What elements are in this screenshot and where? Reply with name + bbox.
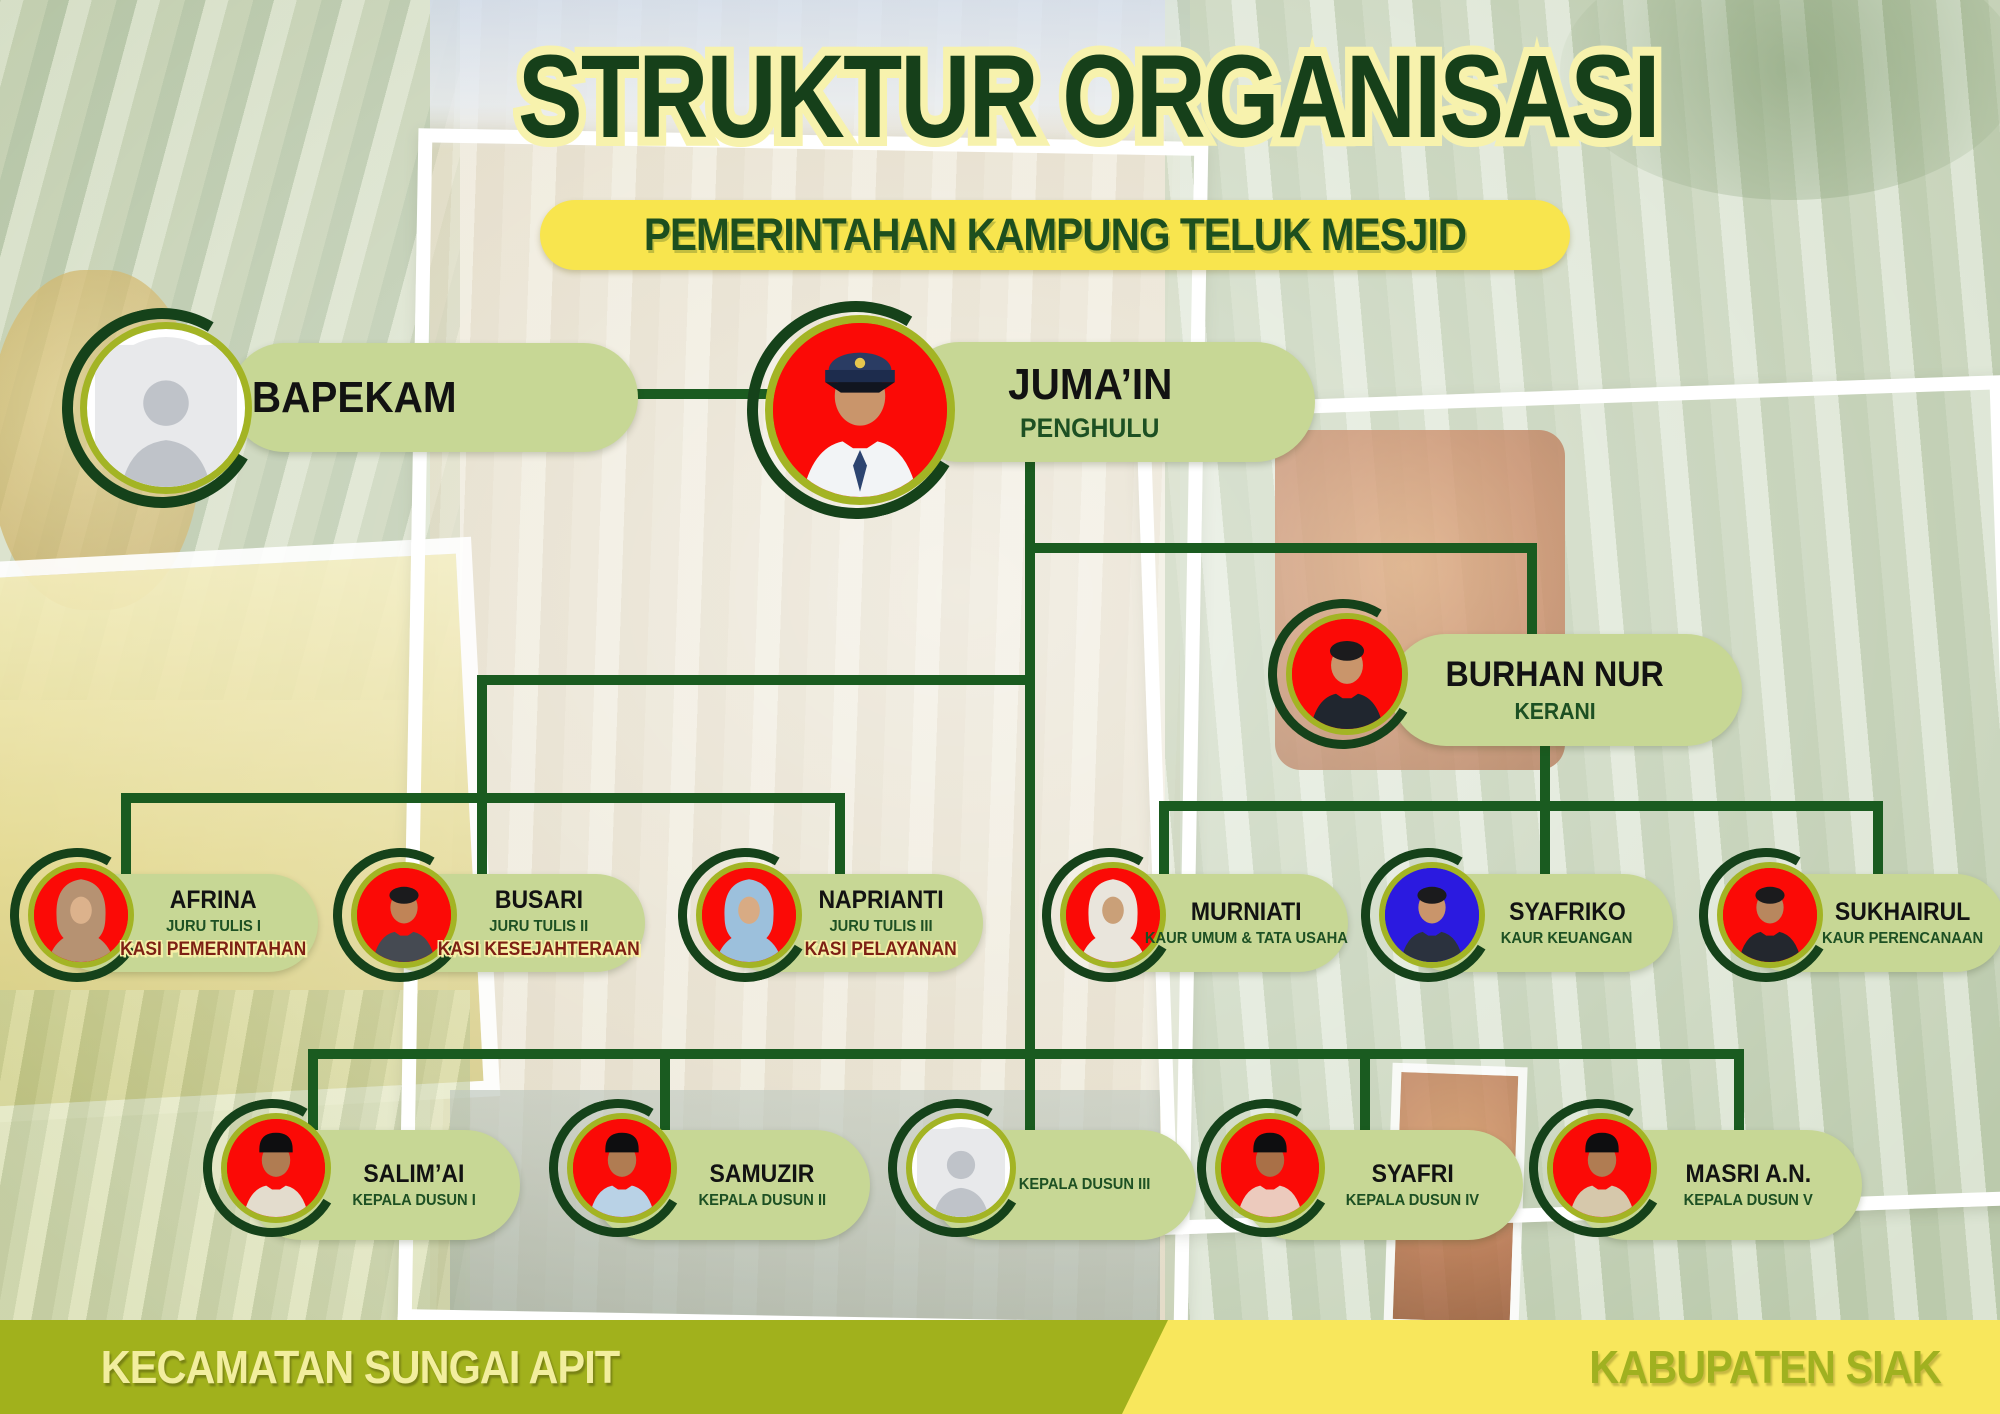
connector-drop-afrina (121, 793, 131, 878)
person-name: SYAFRIKO (1508, 898, 1626, 926)
person-placeholder-icon (906, 1113, 1016, 1223)
node-text: NAPRIANTI JURU TULIS III KASI PELAYANAN (789, 874, 973, 972)
connector-drop-syafriko (1540, 801, 1550, 877)
page-title-text: STRUKTUR ORGANISASI (518, 31, 1660, 163)
person-photo-icon (221, 1113, 331, 1223)
person-photo-icon (567, 1113, 677, 1223)
node-pill (230, 343, 638, 452)
node-text: MASRI A.N. KEPALA DUSUN V (1642, 1130, 1854, 1240)
person-role: JURU TULIS I (166, 917, 261, 935)
person-name: SALIM’AI (363, 1160, 465, 1188)
person-photo-icon (1215, 1113, 1325, 1223)
person-role: KEPALA DUSUN III (1019, 1176, 1151, 1193)
node-text: KEPALA DUSUN III (985, 1130, 1185, 1240)
node-text: SYAFRI KEPALA DUSUN IV (1310, 1130, 1515, 1240)
person-photo-icon (351, 862, 457, 968)
connector-kerani-stem (1540, 740, 1550, 810)
node-text: SYAFRIKO KAUR KEUANGAN (1472, 874, 1662, 972)
footer-kecamatan-label: KECAMATAN SUNGAI APIT (100, 1341, 620, 1393)
person-name: JUMA’IN (1007, 360, 1173, 409)
connector-bapekam-jumain (630, 389, 790, 399)
connector-left-branch-h (477, 675, 1035, 685)
person-name: SAMUZIR (709, 1160, 815, 1188)
footer-bar-right (1080, 1320, 2000, 1414)
node-text: SUKHAIRUL KAUR PERENCANAAN (1810, 874, 1996, 972)
person-name: BURHAN NUR (1445, 655, 1665, 694)
subtitle-text: PEMERINTAHAN KAMPUNG TELUK MESJID (643, 209, 1467, 260)
node-text: SAMUZIR KEPALA DUSUN II (662, 1130, 862, 1240)
connector-drop-masri (1734, 1049, 1744, 1134)
subtitle-banner: PEMERINTAHAN KAMPUNG TELUK MESJID (540, 200, 1570, 270)
person-role: KEPALA DUSUN I (352, 1192, 476, 1209)
connector-drop-syafri (1360, 1049, 1370, 1134)
person-name: AFRINA (170, 885, 257, 914)
person-role: JURU TULIS II (489, 917, 589, 935)
node-text: AFRINA JURU TULIS I KASI PEMERINTAHAN (120, 874, 307, 972)
person-name: BAPEKAM (252, 372, 457, 422)
connector-drop-samuzir (660, 1049, 670, 1134)
person-role: KAUR KEUANGAN (1501, 930, 1633, 947)
person-role: PENGHULU (1020, 413, 1160, 443)
connector-to-kerani-h (1025, 543, 1537, 553)
person-photo-icon (1060, 862, 1166, 968)
person-photo-icon (1547, 1113, 1657, 1223)
node-text: BUSARI JURU TULIS II KASI KESEJAHTERAAN (438, 874, 640, 972)
person-photo-icon (1286, 613, 1408, 735)
person-role: KEPALA DUSUN IV (1345, 1192, 1480, 1209)
connector-to-kerani-v (1527, 543, 1537, 638)
person-photo-icon (28, 862, 134, 968)
person-role: KAUR UMUM & TATA USAHA (1144, 930, 1348, 947)
person-subrole: KASI KESEJAHTERAAN (437, 938, 641, 960)
node-text: BAPEKAM (252, 343, 457, 452)
person-role: KEPALA DUSUN II (698, 1192, 826, 1209)
footer-kabupaten-label: KABUPATEN SIAK (1589, 1341, 1941, 1393)
person-name: SYAFRI (1371, 1160, 1454, 1188)
footer-bar-left (0, 1320, 1168, 1414)
connector-drop-salimai (308, 1049, 318, 1134)
connector-trunk (1025, 455, 1035, 1135)
person-photo-icon (1717, 862, 1823, 968)
person-role: KAUR PERENCANAAN (1822, 930, 1984, 947)
connector-drop-naprianti (835, 793, 845, 878)
node-text: BURHAN NUR KERANI (1425, 634, 1685, 746)
person-placeholder-icon (80, 322, 252, 494)
page-title: STRUKTUR ORGANISASI STRUKTUR ORGANISASI (511, 22, 1668, 172)
person-name: BUSARI (494, 885, 584, 914)
person-photo-icon (765, 315, 955, 505)
connector-drop-murniati (1159, 801, 1169, 877)
person-name: MURNIATI (1190, 898, 1302, 926)
person-photo-icon (1379, 862, 1485, 968)
person-subrole: KASI PEMERINTAHAN (120, 938, 307, 960)
node-text: SALIM’AI KEPALA DUSUN I (316, 1130, 512, 1240)
node-text: MURNIATI KAUR UMUM & TATA USAHA (1144, 874, 1347, 972)
page-title-outline: STRUKTUR ORGANISASI (511, 22, 1668, 172)
connector-drop-sukhairul (1873, 801, 1883, 877)
node-pill (900, 342, 1315, 462)
connector-dusun-bar (308, 1049, 1744, 1059)
person-photo-icon (696, 862, 802, 968)
person-name: MASRI A.N. (1685, 1160, 1811, 1188)
person-name: NAPRIANTI (818, 885, 944, 914)
connector-juru-tulis-bar (121, 793, 845, 803)
connector-kaur-bar (1159, 801, 1883, 811)
connector-left-branch-v (477, 675, 487, 875)
person-role: JURU TULIS III (829, 917, 933, 935)
person-role: KEPALA DUSUN V (1683, 1192, 1813, 1209)
node-text: JUMA’IN PENGHULU (965, 342, 1215, 462)
person-role: KERANI (1514, 698, 1596, 724)
person-name: SUKHAIRUL (1835, 898, 1971, 926)
person-subrole: KASI PELAYANAN (804, 938, 958, 960)
node-pill (1390, 634, 1742, 746)
